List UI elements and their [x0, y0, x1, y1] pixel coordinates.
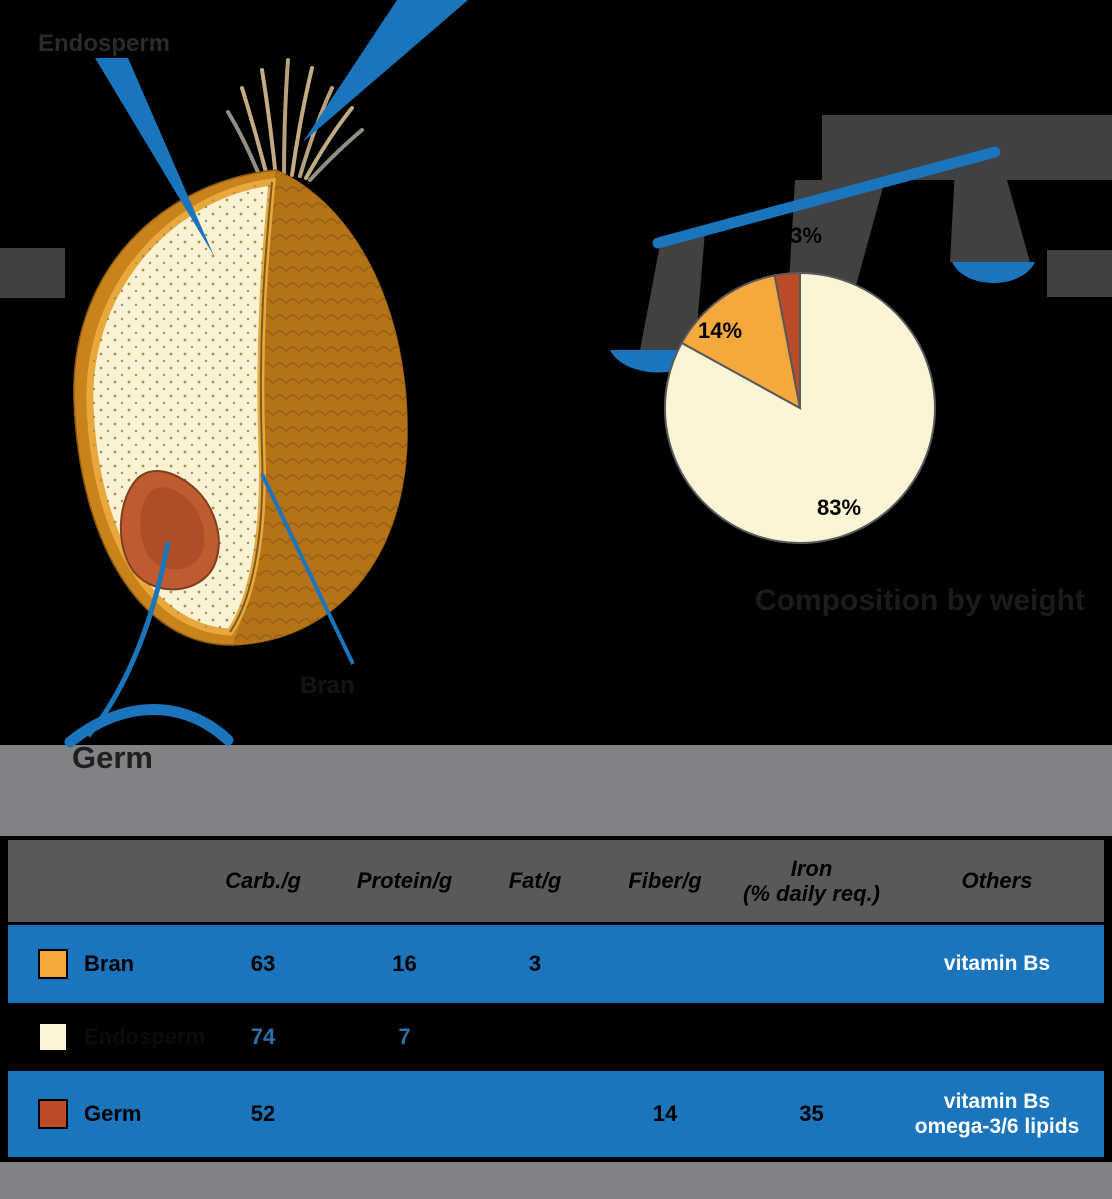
callout-endosperm-pointer — [95, 58, 214, 256]
header-iron: Iron (% daily req.) — [733, 856, 890, 907]
bran-color-swatch — [38, 949, 68, 979]
endosperm-protein: 7 — [398, 1024, 411, 1049]
callouts — [64, 0, 468, 748]
grain-back-texture — [232, 170, 408, 645]
germ-others-line1: vitamin Bs — [943, 1089, 1051, 1113]
pie-chart: 3% 14% 83% Composition by weight — [663, 223, 1085, 617]
endosperm-row-label: Endosperm — [84, 1024, 206, 1049]
left-gray-block — [0, 248, 65, 298]
pie-slice-bran — [680, 274, 802, 410]
header-protein: Protein/g — [356, 868, 453, 893]
callout-germ-swoosh — [64, 704, 234, 748]
balance-scale-icon — [610, 146, 1035, 373]
pie-label-bran: 14% — [698, 318, 742, 343]
scale-left-arm — [640, 232, 705, 350]
germ-label: Germ — [72, 740, 153, 775]
germ-fiber: 14 — [652, 1101, 678, 1126]
germ-color-swatch — [38, 1099, 68, 1129]
table-row-endosperm: Endosperm 74 7 — [8, 1006, 1104, 1068]
table-row-germ: Germ 52 14 35 vitamin Bs omega-3/6 lipid… — [8, 1071, 1104, 1157]
bran-protein: 16 — [392, 951, 417, 976]
germ-name-cell: Germ — [8, 1099, 190, 1129]
header-others: Others — [961, 868, 1033, 893]
bran-fat: 3 — [528, 951, 542, 976]
header-iron-line2: (% daily req.) — [743, 881, 880, 906]
header-iron-line1: Iron — [790, 855, 833, 881]
scale-right-pan — [952, 262, 1035, 283]
scale-right-arm — [950, 155, 1030, 262]
bran-row-label: Bran — [84, 951, 135, 976]
grain-germ-inner — [140, 487, 205, 570]
right-gray-block — [1047, 250, 1112, 297]
brush-hairs — [226, 58, 364, 184]
bran-label: Bran — [300, 672, 355, 699]
germ-iron: 35 — [799, 1101, 824, 1126]
middle-gray-band — [0, 745, 1112, 836]
germ-row-label: Germ — [84, 1101, 142, 1126]
bran-name-cell: Bran — [8, 949, 190, 979]
endosperm-carb: 74 — [250, 1024, 276, 1049]
table-row-bran: Bran 63 16 3 vitamin Bs — [8, 925, 1104, 1003]
table-header-row: Carb./g Protein/g Fat/g Fiber/g Iron (% … — [8, 840, 1104, 922]
endosperm-color-swatch — [38, 1022, 68, 1052]
bran-carb: 63 — [250, 951, 276, 976]
pie-slice-germ — [773, 271, 801, 409]
pie-caption: Composition by weight — [755, 584, 1085, 617]
grain-crease-line — [229, 181, 273, 633]
endosperm-label: Endosperm — [38, 30, 171, 57]
germ-carb: 52 — [250, 1101, 276, 1126]
nutrition-table: Carb./g Protein/g Fat/g Fiber/g Iron (% … — [8, 840, 1104, 1157]
callout-brush-pointer — [303, 0, 468, 142]
header-fat: Fat/g — [508, 868, 562, 893]
germ-others: vitamin Bs omega-3/6 lipids — [890, 1089, 1104, 1139]
wheat-grain-illustration — [73, 58, 408, 646]
pie-label-endosperm: 83% — [817, 495, 861, 520]
pie-label-germ: 3% — [790, 223, 822, 248]
germ-others-line2: omega-3/6 lipids — [914, 1115, 1080, 1138]
header-fiber: Fiber/g — [628, 868, 702, 893]
callout-bran-pointer — [260, 473, 355, 665]
header-carb: Carb./g — [225, 868, 301, 893]
endosperm-name-cell: Endosperm — [8, 1022, 205, 1052]
bran-others: vitamin Bs — [943, 952, 1051, 976]
scale-pivot-support — [788, 180, 885, 300]
bottom-gray-band — [0, 1162, 1112, 1199]
scale-beam — [652, 146, 1001, 249]
